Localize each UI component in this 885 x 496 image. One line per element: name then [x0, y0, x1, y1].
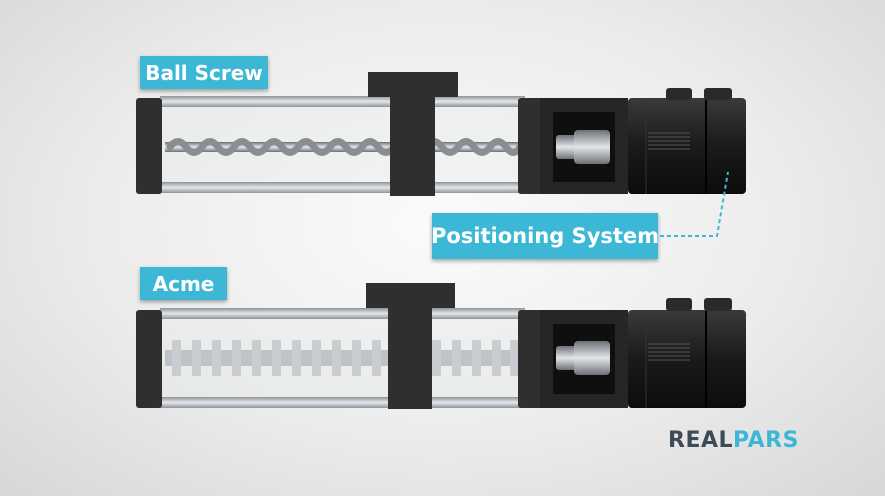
acme-end-cap	[136, 310, 162, 408]
ball-screw-actuator	[136, 72, 746, 196]
acme-bottom-rail	[160, 397, 525, 408]
acme-actuator	[136, 283, 746, 409]
acme-top-rail	[160, 308, 525, 319]
ball-screw-servo-motor	[628, 98, 746, 194]
acme-servo-motor	[628, 310, 746, 408]
acme-label: Acme	[140, 267, 227, 300]
positioning-system-leader-line	[660, 171, 729, 237]
ball-screw-coupling	[556, 135, 578, 159]
logo-part-real: REAL	[668, 428, 734, 453]
positioning-system-label: Positioning System	[431, 213, 659, 259]
realpars-logo: REALPARS	[668, 428, 799, 453]
ball-screw-end-cap	[136, 98, 162, 194]
ball-screw-thread	[166, 138, 524, 156]
ball-screw-bottom-rail	[160, 182, 525, 193]
acme-coupling	[556, 346, 578, 370]
logo-part-pars: PARS	[733, 428, 799, 453]
ball-screw-label: Ball Screw	[140, 56, 268, 89]
ball-screw-top-rail	[160, 96, 525, 107]
